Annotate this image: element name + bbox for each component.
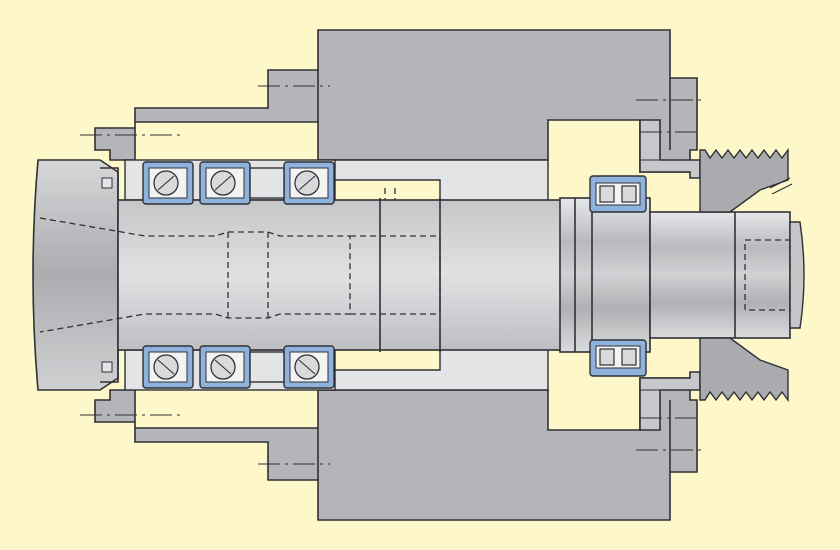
shaft-body bbox=[117, 199, 574, 351]
bearing-front-upper-2 bbox=[199, 161, 251, 205]
seal-left bbox=[100, 167, 119, 383]
bearing-front-lower-2 bbox=[199, 345, 251, 389]
bearing-front-lower-1 bbox=[142, 345, 194, 389]
bearing-front-upper-1 bbox=[142, 161, 194, 205]
spindle-nose bbox=[32, 159, 119, 391]
front-bearings bbox=[142, 161, 335, 389]
pulley-upper bbox=[699, 147, 789, 213]
bearing-front-lower-3 bbox=[283, 345, 335, 389]
shaft-rear bbox=[559, 197, 651, 353]
spindle-shaft bbox=[32, 159, 805, 391]
pulley-lower bbox=[699, 337, 789, 403]
housing-upper bbox=[94, 29, 698, 173]
bearing-rear-lower bbox=[589, 339, 647, 377]
shaft-tail bbox=[649, 211, 791, 339]
bearing-front-upper-3 bbox=[283, 161, 335, 205]
pulley bbox=[699, 147, 793, 403]
bearing-rear-upper bbox=[589, 175, 647, 213]
rear-bearings bbox=[589, 175, 647, 377]
center-lines bbox=[80, 85, 705, 465]
housing bbox=[94, 29, 701, 521]
housing-lower bbox=[94, 377, 698, 521]
